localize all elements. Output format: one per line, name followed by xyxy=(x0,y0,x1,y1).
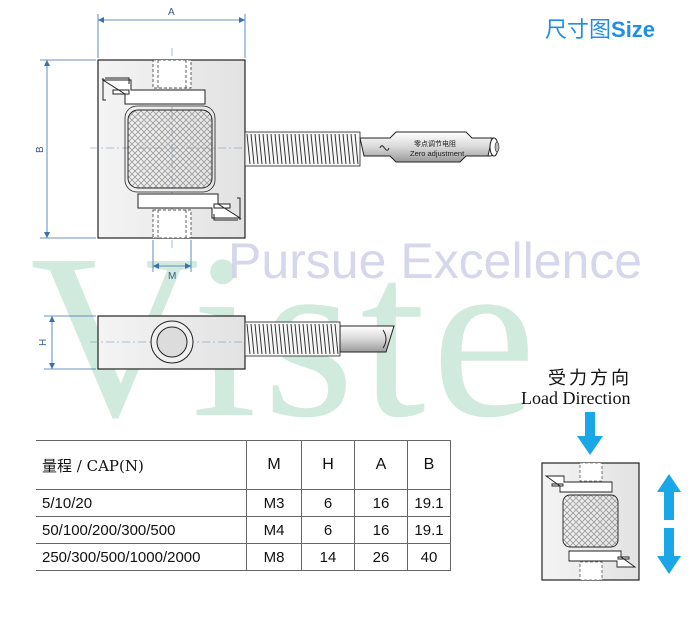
title-en: Size xyxy=(611,17,656,42)
cell-cap: 50/100/200/300/500 xyxy=(36,516,247,544)
cable-label-en: Zero adjustment xyxy=(410,149,465,158)
cell-a: 26 xyxy=(354,543,408,571)
load-direction-en: Load Direction xyxy=(521,388,631,408)
cell-h: 14 xyxy=(301,543,355,571)
cell-b: 19.1 xyxy=(407,516,451,544)
front-view xyxy=(40,14,500,272)
cell-cap: 250/300/500/1000/2000 xyxy=(36,543,247,571)
cell-a: 16 xyxy=(354,489,408,517)
cell-a: 16 xyxy=(354,516,408,544)
dimension-m-label: M xyxy=(168,271,176,282)
load-direction-cn: 受力方向 xyxy=(548,368,632,389)
table-row: 250/300/500/1000/2000 M8 14 26 40 xyxy=(36,543,451,571)
header-cap: 量程 / CAP(N) xyxy=(36,440,247,490)
dimension-b-label: B xyxy=(35,146,46,153)
side-view xyxy=(44,315,395,370)
spec-table: 量程 / CAP(N) M H A B 5/10/20 M3 6 16 19.1… xyxy=(36,440,451,571)
load-direction-drawing xyxy=(541,462,640,581)
cell-h: 6 xyxy=(301,516,355,544)
cell-b: 40 xyxy=(407,543,451,571)
header-m: M xyxy=(246,440,302,490)
cell-m: M4 xyxy=(246,516,302,544)
dimension-a-label: A xyxy=(168,7,175,18)
load-arrow-down-icon xyxy=(577,412,603,455)
header-a: A xyxy=(354,440,408,490)
cell-b: 19.1 xyxy=(407,489,451,517)
cable-label-cn: 零点调节电阻 xyxy=(414,139,456,148)
title-cn: 尺寸图 xyxy=(545,17,612,42)
cell-m: M3 xyxy=(246,489,302,517)
cell-h: 6 xyxy=(301,489,355,517)
header-h: H xyxy=(301,440,355,490)
cell-cap: 5/10/20 xyxy=(36,489,247,517)
table-row: 50/100/200/300/500 M4 6 16 19.1 xyxy=(36,516,451,544)
page-title: 尺寸图Size xyxy=(545,12,655,44)
header-b: B xyxy=(407,440,451,490)
bidirectional-arrow-icon xyxy=(657,474,681,574)
table-row: 5/10/20 M3 6 16 19.1 xyxy=(36,489,451,517)
cell-m: M8 xyxy=(246,543,302,571)
table-header-row: 量程 / CAP(N) M H A B xyxy=(36,440,451,490)
watermark-slogan: Pursue Excellence xyxy=(228,233,642,289)
dimension-h-label: H xyxy=(38,339,49,346)
